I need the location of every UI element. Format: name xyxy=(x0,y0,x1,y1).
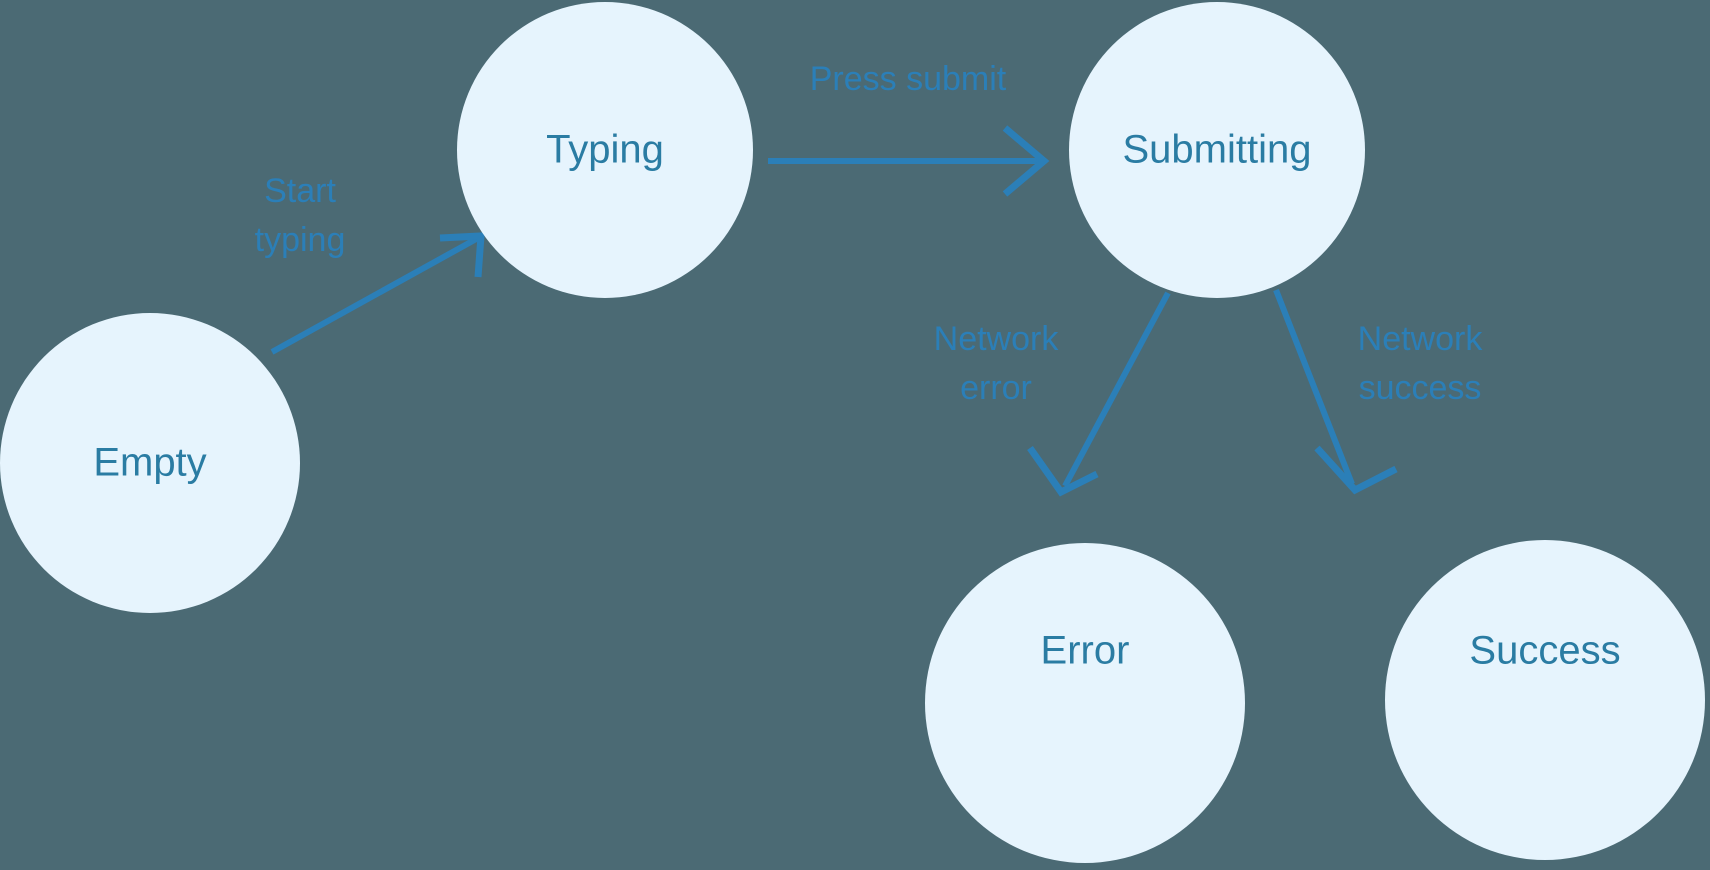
node-typing-label: Typing xyxy=(546,128,664,172)
edge-press-submit-arrowhead xyxy=(1002,125,1050,197)
node-empty-label: Empty xyxy=(93,441,206,485)
edge-label-start-typing: Start typing xyxy=(255,172,346,259)
edge-label-press-submit: Press submit xyxy=(810,60,1007,98)
edge-label-network-success-line1: Network xyxy=(1358,320,1484,358)
node-submitting-label: Submitting xyxy=(1123,128,1312,172)
edge-label-network-error-line2: error xyxy=(960,369,1032,407)
edge-start-typing-arrowhead xyxy=(439,232,485,278)
node-submitting[interactable]: Submitting xyxy=(1069,2,1365,298)
edge-label-network-error: Network error xyxy=(934,320,1060,407)
edge-start-typing-line xyxy=(270,235,480,355)
edge-label-network-success-line2: success xyxy=(1359,369,1482,407)
edge-label-press-submit-line1: Press submit xyxy=(810,60,1007,98)
node-error-circle[interactable] xyxy=(925,543,1245,863)
node-error[interactable]: Error xyxy=(925,543,1245,863)
edge-network-success xyxy=(1273,288,1398,495)
node-empty[interactable]: Empty xyxy=(0,313,300,613)
edge-label-network-error-line1: Network xyxy=(934,320,1060,358)
edge-label-network-success: Network success xyxy=(1358,320,1484,407)
node-typing[interactable]: Typing xyxy=(457,2,753,298)
node-success-circle[interactable] xyxy=(1385,540,1705,860)
edge-start-typing xyxy=(270,232,485,355)
edge-label-start-typing-line1: Start xyxy=(264,172,336,210)
edge-press-submit xyxy=(768,125,1050,197)
node-success[interactable]: Success xyxy=(1385,540,1705,860)
edge-network-error xyxy=(1027,291,1171,497)
node-error-label: Error xyxy=(1041,629,1130,673)
edge-label-start-typing-line2: typing xyxy=(255,221,346,259)
edge-network-success-arrowhead xyxy=(1314,445,1398,495)
edge-network-error-line xyxy=(1062,291,1171,488)
node-typing-circle[interactable] xyxy=(457,2,753,298)
edge-network-error-arrowhead xyxy=(1027,445,1099,497)
node-empty-circle[interactable] xyxy=(0,313,300,613)
edge-network-success-line xyxy=(1273,288,1355,486)
node-submitting-circle[interactable] xyxy=(1069,2,1365,298)
node-success-label: Success xyxy=(1469,629,1620,673)
